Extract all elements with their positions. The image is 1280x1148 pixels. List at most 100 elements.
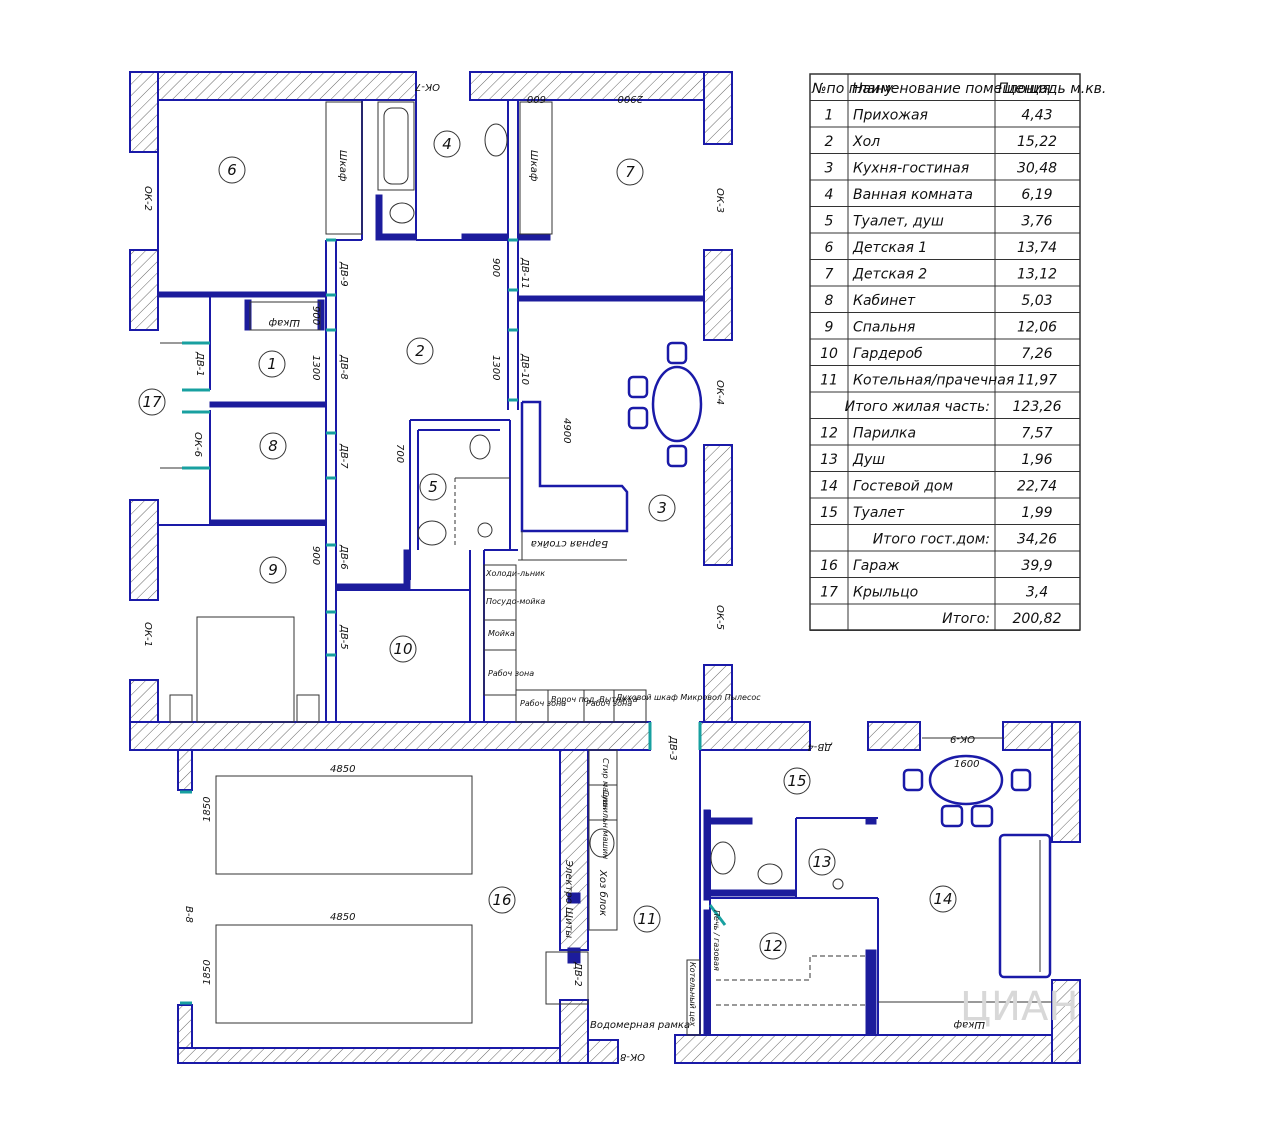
table-cell-total-label: Итого гост.дом: [873, 532, 990, 548]
table-cell-total-label: Итого: [942, 611, 990, 627]
table-header-no: №по плану [811, 81, 894, 97]
table-cell-no: 2 [825, 134, 834, 150]
code-dv10: ДВ-10 [519, 353, 530, 385]
dim-1850-b: 1850 [202, 960, 213, 985]
label-stove: Печь / газовая [712, 910, 721, 971]
table-cell-area: 3,4 [1026, 585, 1048, 601]
toilet-4 [484, 123, 508, 157]
label-wardrobe-7: Шкаф [528, 150, 539, 182]
table-cell-name: Туалет [853, 505, 905, 521]
table-cell-name: Детская 1 [852, 240, 927, 256]
code-v8: В-8 [183, 906, 194, 923]
room-number-2: 2 [415, 342, 425, 360]
room-number-3: 3 [657, 499, 667, 517]
code-dv4: ДВ-4 [807, 741, 833, 752]
dim-1600: 1600 [954, 759, 979, 770]
code-dv5: ДВ-5 [338, 624, 349, 650]
room-number-12: 12 [763, 937, 782, 955]
watermark: ЦИАН [960, 984, 1078, 1030]
table-cell-name: Хол [852, 134, 880, 150]
room-number-9: 9 [268, 561, 278, 579]
thick-walls [157, 194, 877, 1036]
table-cell-no: 4 [825, 187, 834, 203]
table-cell-area: 39,9 [1021, 558, 1052, 574]
bar-counter [520, 400, 629, 533]
code-ok5: ОК-5 [714, 605, 725, 630]
table-cell-area: 15,22 [1017, 134, 1057, 150]
table-cell-area: 1,96 [1021, 452, 1052, 468]
dim-4900: 4900 [561, 418, 572, 443]
dim-700: 700 [394, 444, 405, 463]
table-cell-no: 3 [825, 161, 834, 177]
label-washer: Стир машин [601, 758, 610, 810]
label-dryer: Сушильн машин [601, 790, 610, 859]
table-cell-no: 14 [820, 479, 838, 495]
room-number-6: 6 [227, 161, 237, 179]
dim-900-a: 900 [310, 306, 321, 325]
bed [196, 616, 295, 723]
table-cell-area: 6,19 [1021, 187, 1052, 203]
guest-dining-table [928, 754, 1004, 806]
room-number-11: 11 [637, 910, 656, 928]
fixture-labels: Шкаф Шкаф Шкаф Шкаф Барная стойка Холоди… [268, 150, 1078, 1031]
room-numbers: 1 2 3 4 5 6 7 8 9 10 11 12 13 14 15 16 1… [138, 130, 957, 960]
code-dv2: ДВ-2 [572, 961, 583, 987]
table-cell-no: 12 [820, 426, 838, 442]
code-ok1: ОК-1 [142, 622, 153, 647]
code-dv1: ДВ-1 [194, 351, 205, 377]
table-cell-name: Котельная/прачечная [853, 373, 1014, 389]
code-ok9: ОК-9 [950, 733, 975, 744]
label-hob: Вороч под. Вытяжка [551, 695, 638, 704]
room-number-17: 17 [142, 393, 162, 411]
table-cell-name: Душ [852, 452, 885, 468]
dim-900-b: 900 [490, 258, 501, 277]
table-cell-area: 34,26 [1017, 532, 1057, 548]
table-cell-name: Детская 2 [852, 267, 927, 283]
label-wardrobe-14: Шкаф [953, 1019, 985, 1030]
table-cell-no: 5 [825, 214, 834, 230]
table-cell-area: 4,43 [1021, 108, 1052, 124]
code-dv9: ДВ-9 [338, 261, 349, 287]
table-cell-area: 123,26 [1013, 399, 1062, 415]
label-work-zone-3: Рабоч зона [586, 699, 632, 708]
table-cell-name: Гараж [853, 558, 900, 574]
table-cell-area: 22,74 [1017, 479, 1057, 495]
code-ok8: ОК-8 [620, 1051, 645, 1062]
label-oven: Духовой шкаф Микровол Пылесос [615, 693, 761, 702]
room-number-14: 14 [933, 890, 952, 908]
annex-walls [177, 721, 1081, 1064]
label-work-zone-2: Рабоч зона [520, 699, 566, 708]
table-cell-no: 8 [825, 293, 834, 309]
table-cell-name: Кухня-гостиная [853, 161, 969, 177]
label-water-meter: Водомерная рамка [590, 1020, 690, 1031]
parking-space-1 [215, 775, 473, 875]
label-work-zone: Рабоч зона [488, 669, 534, 678]
sofa [998, 833, 1052, 979]
label-fridge: Холоди-льник [485, 569, 545, 578]
table-cell-area: 1,99 [1021, 505, 1052, 521]
table-cell-area: 200,82 [1013, 611, 1062, 627]
table-cell-area: 7,26 [1021, 346, 1052, 362]
code-dv3: ДВ-3 [667, 735, 678, 761]
table-cell-name: Прихожая [853, 108, 928, 124]
table-cell-no: 17 [820, 585, 838, 601]
code-ok2: ОК-2 [142, 186, 153, 211]
code-ok4: ОК-4 [714, 380, 725, 405]
code-dv7: ДВ-7 [338, 443, 349, 469]
table-header-name: Наименование помещения [852, 81, 1051, 97]
dim-2900: 2900 [618, 93, 643, 104]
table-cell-area: 12,06 [1017, 320, 1057, 336]
label-boiler: Котельный цех [688, 962, 697, 1027]
table-cell-area: 7,57 [1021, 426, 1052, 442]
table-cell-name: Парилка [853, 426, 916, 442]
table-cell-name: Гардероб [853, 346, 923, 362]
table-cell-name: Кабинет [853, 293, 916, 309]
dim-900-c: 900 [310, 546, 321, 565]
dining-table [651, 365, 703, 443]
code-ok6: ОК-6 [192, 432, 203, 457]
label-storage: Хоз блок [597, 869, 609, 916]
room-number-10: 10 [393, 640, 412, 658]
dim-1850-a: 1850 [202, 797, 213, 822]
code-ok7: ОК-7 [414, 81, 440, 92]
